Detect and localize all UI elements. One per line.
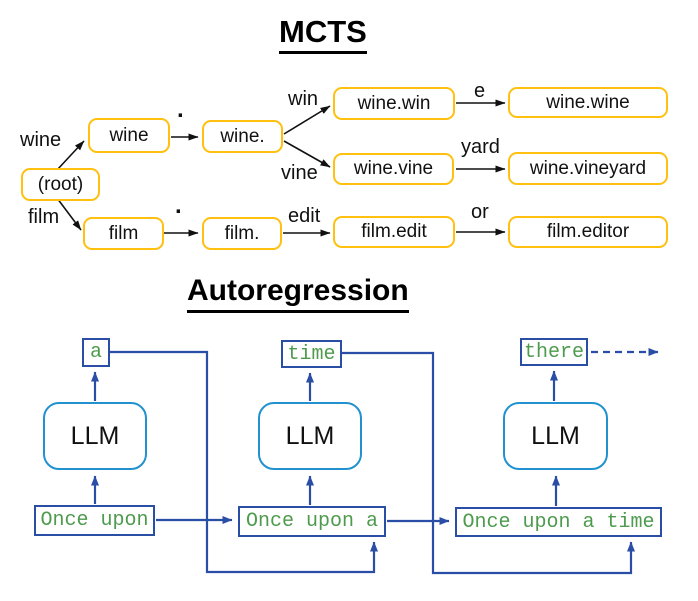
mcts-node-film-editor: film.editor bbox=[508, 216, 668, 248]
mcts-node-wine-dot: wine. bbox=[202, 120, 283, 153]
edge-winedot-winewin bbox=[283, 105, 331, 135]
output-token-box-1: a bbox=[82, 338, 110, 367]
input-box-3: Once upon a time bbox=[455, 507, 662, 537]
edge-label-vine: vine bbox=[281, 162, 318, 184]
mcts-node-wine-vine: wine.vine bbox=[333, 153, 454, 185]
edge-root-film bbox=[56, 197, 82, 231]
mcts-title: MCTS bbox=[279, 14, 367, 54]
edge-label-win: win bbox=[288, 88, 319, 110]
mcts-node-wine-vineyard: wine.vineyard bbox=[508, 152, 668, 185]
mcts-node-film: film bbox=[83, 217, 164, 250]
mcts-node-film-dot: film. bbox=[202, 217, 282, 250]
edge-label-yard: yard bbox=[461, 136, 500, 158]
output-token-box-2: time bbox=[281, 340, 342, 368]
edge-label-edit: edit bbox=[288, 205, 321, 227]
edge-label-wine: wine bbox=[20, 129, 62, 151]
autoregression-title: Autoregression bbox=[187, 274, 409, 313]
edge-label-film: film bbox=[28, 206, 60, 228]
mcts-node-wine: wine bbox=[88, 118, 170, 153]
mcts-node-wine-win: wine.win bbox=[333, 87, 455, 120]
edge-label-dot1: . bbox=[177, 96, 184, 123]
edge-label-e: e bbox=[474, 80, 486, 102]
llm-box-2: LLM bbox=[258, 402, 362, 470]
mcts-node-film-edit: film.edit bbox=[333, 216, 455, 248]
output-token-box-3: there bbox=[520, 338, 588, 366]
llm-box-1: LLM bbox=[43, 402, 147, 470]
edge-label-dot2: . bbox=[175, 192, 182, 219]
input-box-1: Once upon bbox=[34, 505, 155, 536]
mcts-node-wine-wine: wine.wine bbox=[508, 87, 668, 118]
mcts-node-root: (root) bbox=[21, 168, 100, 201]
edge-label-or: or bbox=[471, 201, 489, 223]
input-box-2: Once upon a bbox=[238, 506, 386, 537]
llm-box-3: LLM bbox=[503, 402, 608, 470]
